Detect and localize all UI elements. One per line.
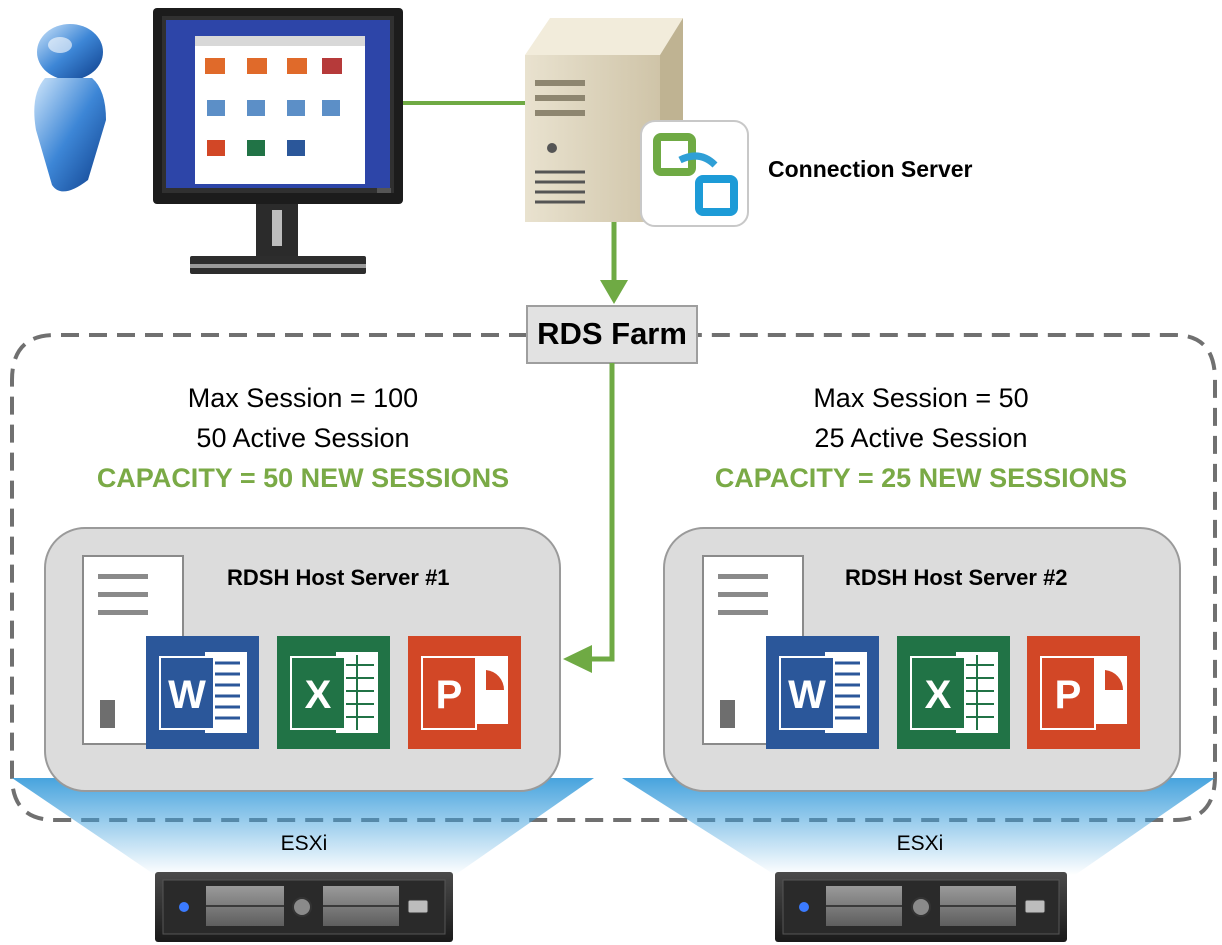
host-1-max-session: Max Session = 100 bbox=[187, 383, 419, 413]
farm-to-host-arrow bbox=[563, 363, 615, 673]
word-letter-1: W bbox=[168, 673, 206, 717]
word-letter-2: W bbox=[788, 673, 826, 717]
excel-icon-1 bbox=[277, 636, 390, 749]
powerpoint-icon-1 bbox=[408, 636, 521, 749]
excel-icon-2 bbox=[897, 636, 1010, 749]
connection-server-logo-icon bbox=[640, 120, 749, 227]
excel-letter-2: X bbox=[924, 673, 952, 717]
word-icon-1 bbox=[146, 636, 259, 749]
esxi-label-1: ESXi bbox=[280, 832, 328, 855]
esxi-beam-2 bbox=[622, 778, 1215, 875]
host-1-active-session: 50 Active Session bbox=[196, 423, 410, 453]
rds-farm-box bbox=[526, 305, 698, 364]
esxi-label-2: ESXi bbox=[896, 832, 944, 855]
connection-server-label: Connection Server bbox=[768, 156, 973, 182]
rds-farm-boundary bbox=[10, 333, 1217, 822]
powerpoint-icon-2 bbox=[1027, 636, 1140, 749]
host-2-active-session: 25 Active Session bbox=[814, 423, 1028, 453]
esxi-rack-server-icon-2 bbox=[775, 872, 1067, 942]
host-1-capacity: CAPACITY = 50 NEW SESSIONS bbox=[96, 463, 510, 493]
rds-farm-label: RDS Farm bbox=[537, 316, 687, 351]
esxi-rack-server-icon-1 bbox=[155, 872, 453, 942]
powerpoint-letter-2: P bbox=[1054, 673, 1082, 717]
host-2-max-session: Max Session = 50 bbox=[813, 383, 1029, 413]
host-1-title: RDSH Host Server #1 bbox=[227, 565, 450, 590]
host-2-title: RDSH Host Server #2 bbox=[845, 565, 1068, 590]
esxi-beam-1 bbox=[12, 778, 594, 875]
client-monitor-icon bbox=[153, 8, 403, 274]
powerpoint-letter-1: P bbox=[435, 673, 463, 717]
user-icon bbox=[34, 24, 106, 192]
server-to-farm-arrow bbox=[600, 222, 628, 304]
host-2-capacity: CAPACITY = 25 NEW SESSIONS bbox=[714, 463, 1128, 493]
excel-letter-1: X bbox=[304, 673, 332, 717]
word-icon-2 bbox=[766, 636, 879, 749]
